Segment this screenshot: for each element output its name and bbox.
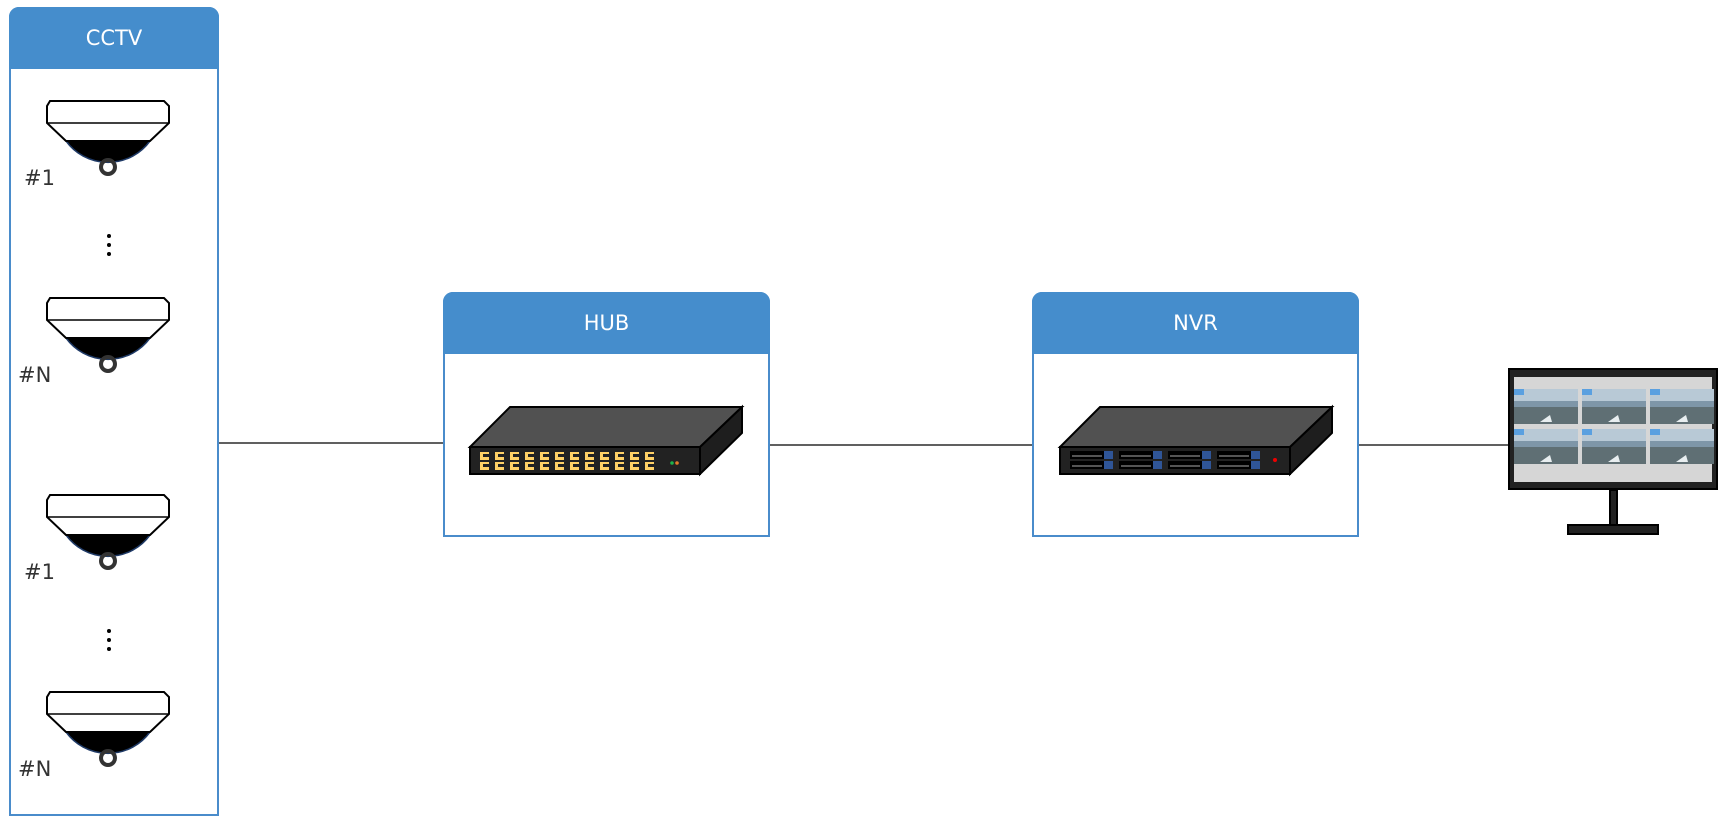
vertical-ellipsis-icon [107, 234, 111, 256]
camera-label: #1 [24, 560, 55, 584]
camera-label: #N [18, 363, 52, 387]
monitor-icon [1508, 368, 1718, 535]
camera-label: #N [18, 757, 52, 781]
status-led [675, 461, 679, 465]
nvr-recorder-icon [1057, 404, 1335, 477]
camera-feed-tile [1514, 429, 1578, 464]
dome-camera-icon [46, 691, 170, 773]
status-led [1273, 458, 1277, 462]
camera-feed-tile [1650, 389, 1714, 424]
camera-feed-tile [1582, 389, 1646, 424]
network-switch-icon [467, 404, 745, 477]
camera-feed-tile [1514, 389, 1578, 424]
hub-title: HUB [443, 292, 770, 354]
dome-camera-icon [46, 297, 170, 379]
vertical-ellipsis-icon [107, 629, 111, 651]
camera-label: #1 [24, 166, 55, 190]
camera-feed-tile [1582, 429, 1646, 464]
status-led [670, 461, 674, 465]
dome-camera-icon [46, 494, 170, 576]
camera-feed-tile [1650, 429, 1714, 464]
nvr-title: NVR [1032, 292, 1359, 354]
dome-camera-icon [46, 100, 170, 182]
cctv-title: CCTV [9, 7, 219, 69]
